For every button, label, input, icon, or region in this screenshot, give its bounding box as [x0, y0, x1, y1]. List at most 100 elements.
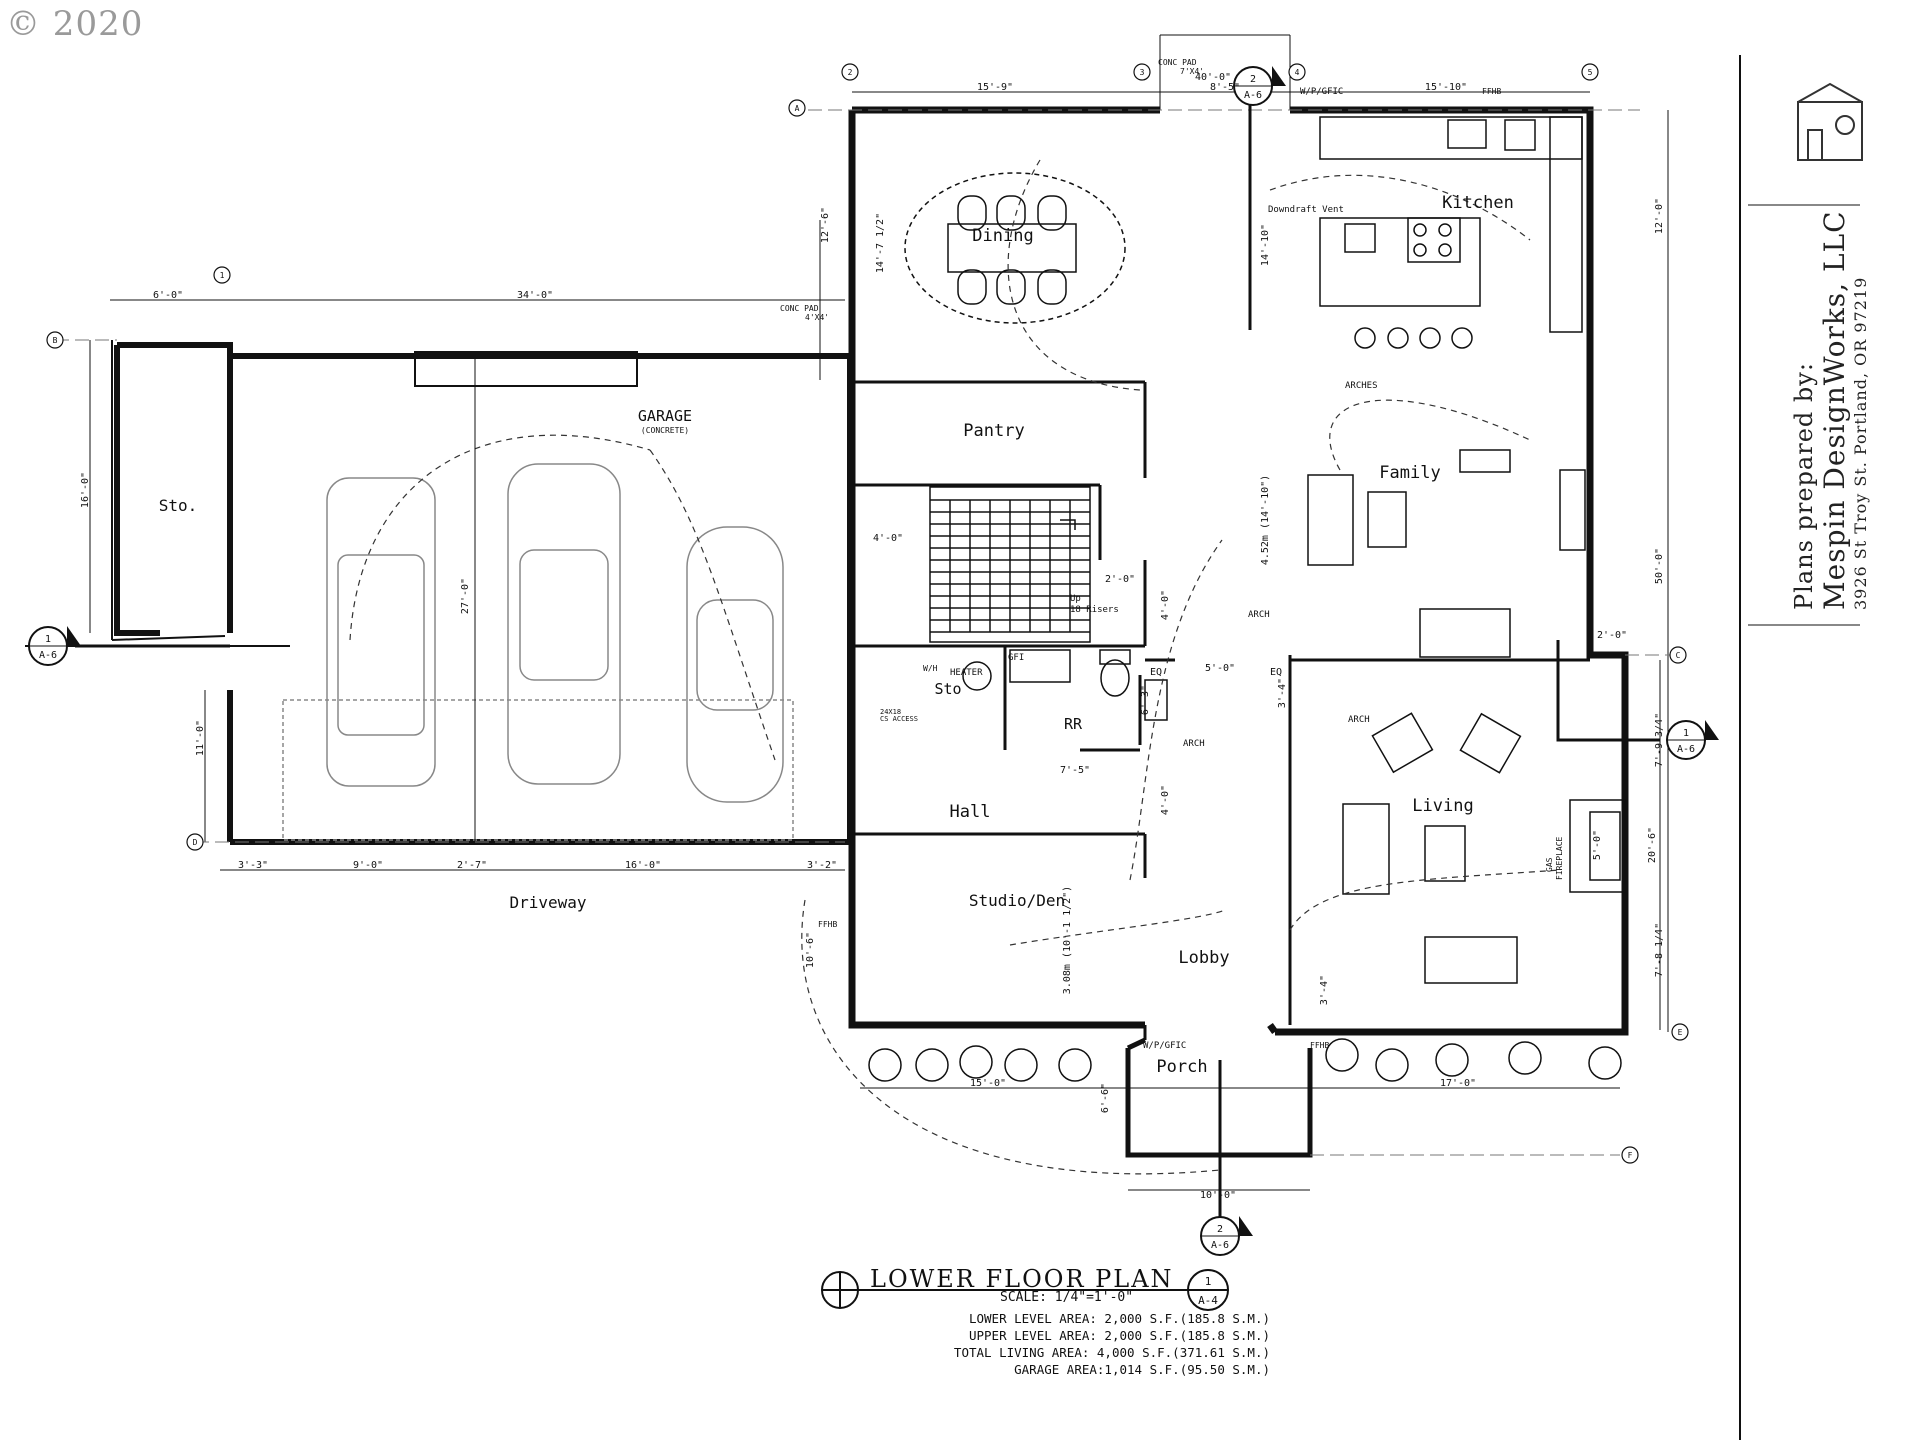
- dim-7-9: 7'-9 3/4": [1654, 713, 1665, 767]
- dim-7-5: 7'-5": [1060, 765, 1090, 776]
- living-furniture: [1342, 712, 1626, 984]
- dim-15-9: 15'-9": [977, 82, 1013, 93]
- dim-8-5: 8'-5": [1210, 82, 1240, 93]
- section-cut-lines: [75, 90, 1660, 1230]
- area-total: TOTAL LIVING AREA: 4,000 S.F.(371.61 S.M…: [953, 1345, 1270, 1360]
- room-storage: Sto.: [159, 496, 198, 515]
- dim-4-0b: 4'-0": [1160, 590, 1171, 620]
- grid-4: 4: [1295, 68, 1300, 77]
- access-label-2: CS ACCESS: [880, 715, 918, 723]
- dim-50-0: 50'-0": [1654, 548, 1665, 584]
- grid-a: A: [795, 104, 800, 113]
- room-garage: GARAGE: [638, 407, 692, 425]
- arch-label-3: ARCH: [1183, 739, 1205, 749]
- arch-label-2: ARCH: [1348, 715, 1370, 725]
- room-storage-2: Sto: [934, 680, 961, 698]
- kitchen-fixtures: [1319, 116, 1583, 349]
- arches-label: ARCHES: [1345, 381, 1378, 391]
- conc-pad-side-label: CONC PAD: [780, 304, 819, 313]
- stairs-up-label: Up: [1070, 594, 1081, 604]
- dim-14-7: 14'-7 1/2": [875, 213, 886, 273]
- access-label: 24X18: [880, 708, 901, 716]
- room-restroom: RR: [1064, 715, 1083, 733]
- grid-5: 5: [1588, 68, 1593, 77]
- dim-5-0b: 5'-0": [1592, 830, 1603, 860]
- shrubs: [868, 1038, 1622, 1082]
- dim-2-0b: 2'-0": [1597, 630, 1627, 641]
- arch-label-1: ARCH: [1248, 610, 1270, 620]
- dim-4-0a: 4'-0": [873, 533, 903, 544]
- room-garage-sub: (CONCRETE): [641, 426, 689, 435]
- dim-3-3: 3'-3": [238, 860, 268, 871]
- dim-3-4a: 3'-4": [1277, 678, 1288, 708]
- fireplace-label: FIREPLACE: [1555, 836, 1564, 880]
- dim-3-2: 3'-2": [807, 860, 837, 871]
- grid-e: E: [1678, 1028, 1683, 1037]
- grid-bubbles: [46, 63, 1689, 1164]
- dim-2-7: 2'-7": [457, 860, 487, 871]
- dim-7-8: 7'-8 1/4": [1654, 923, 1665, 977]
- dim-10-6: 10'-6": [805, 932, 816, 968]
- grid-b: B: [53, 336, 58, 345]
- grid-2: 2: [848, 68, 853, 77]
- prepared-by: Plans prepared by:: [1790, 362, 1818, 610]
- dim-4-0c: 4'-0": [1160, 785, 1171, 815]
- dim-11-0: 11'-0": [195, 720, 206, 756]
- room-living: Living: [1412, 796, 1473, 816]
- area-upper: UPPER LEVEL AREA: 2,000 S.F.(185.8 S.M.): [968, 1328, 1270, 1343]
- dim-14-10: 14'-10": [1260, 224, 1271, 266]
- area-notes: LOWER LEVEL AREA: 2,000 S.F.(185.8 S.M.)…: [930, 1310, 1270, 1378]
- dim-10-0: 10'-0": [1200, 1190, 1236, 1201]
- copyright-mark: © 2020: [6, 4, 144, 44]
- heater-label: HEATER: [950, 668, 983, 678]
- family-furniture: [1307, 449, 1586, 658]
- sheet-num: 1: [1205, 1275, 1212, 1288]
- room-dining: Dining: [972, 226, 1033, 246]
- section-ref-right: A-6: [1677, 744, 1695, 755]
- plan-title: LOWER FLOOR PLAN: [870, 1265, 1174, 1293]
- plan-scale: SCALE: 1/4"=1'-0": [1000, 1290, 1134, 1305]
- wpgfic-top: W/P/GFIC: [1300, 87, 1343, 97]
- section-num-top: 2: [1250, 74, 1256, 85]
- conc-pad-label: CONC PAD: [1158, 58, 1197, 67]
- room-pantry: Pantry: [963, 421, 1024, 441]
- room-kitchen: Kitchen: [1442, 193, 1514, 213]
- stairs: [929, 486, 1091, 643]
- dim-2-0: 2'-0": [1105, 574, 1135, 585]
- area-lower: LOWER LEVEL AREA: 2,000 S.F.(185.8 S.M.): [968, 1311, 1270, 1326]
- designer-logo-icon: [1797, 82, 1863, 161]
- firm-name: Mespin DesignWorks, LLC: [1818, 210, 1851, 610]
- garage-cars: [282, 463, 794, 841]
- dim-17-0: 17'-0": [1440, 1078, 1476, 1089]
- dim-27-0: 27'-0": [460, 578, 471, 614]
- driveway-label: Driveway: [509, 893, 586, 912]
- grid-c: C: [1676, 651, 1681, 660]
- water-heater-label: W/H: [923, 664, 938, 673]
- dining-table: [904, 172, 1126, 324]
- dim-12-0: 12'-0": [1654, 198, 1665, 234]
- firm-address: 3926 St Troy St. Portland, OR 97219: [1851, 276, 1870, 610]
- dim-6-6: 6'-6": [1100, 1083, 1111, 1113]
- eq-label-1: EQ: [1150, 667, 1162, 678]
- wpgfic-bottom: W/P/GFIC: [1143, 1041, 1186, 1051]
- room-porch: Porch: [1156, 1057, 1207, 1077]
- section-ref-top: A-6: [1244, 90, 1262, 101]
- dim-3-4b: 3'-4": [1319, 975, 1330, 1005]
- dim-16-0b: 16'-0": [625, 860, 661, 871]
- grid-3: 3: [1140, 68, 1145, 77]
- dim-34-0: 34'-0": [517, 290, 553, 301]
- grid-f: F: [1628, 1151, 1633, 1160]
- dim-4-52m: 4.52m (14'-10"): [1260, 475, 1271, 565]
- dim-15-0: 15'-0": [970, 1078, 1006, 1089]
- title-block: Plans prepared by: Mespin DesignWorks, L…: [1790, 210, 1870, 610]
- room-studio: Studio/Den: [969, 891, 1065, 910]
- eq-label-2: EQ: [1270, 667, 1282, 678]
- dim-5-0: 5'-0": [1205, 663, 1235, 674]
- ffhb-right: FFHB: [1310, 1041, 1329, 1050]
- section-num-right: 1: [1683, 728, 1689, 739]
- section-ref-bottom: A-6: [1211, 1240, 1229, 1251]
- grid-d: D: [193, 838, 198, 847]
- dim-15-10: 15'-10": [1425, 82, 1467, 93]
- room-lobby: Lobby: [1178, 948, 1229, 968]
- conc-pad-dim: 7'X4': [1180, 67, 1204, 76]
